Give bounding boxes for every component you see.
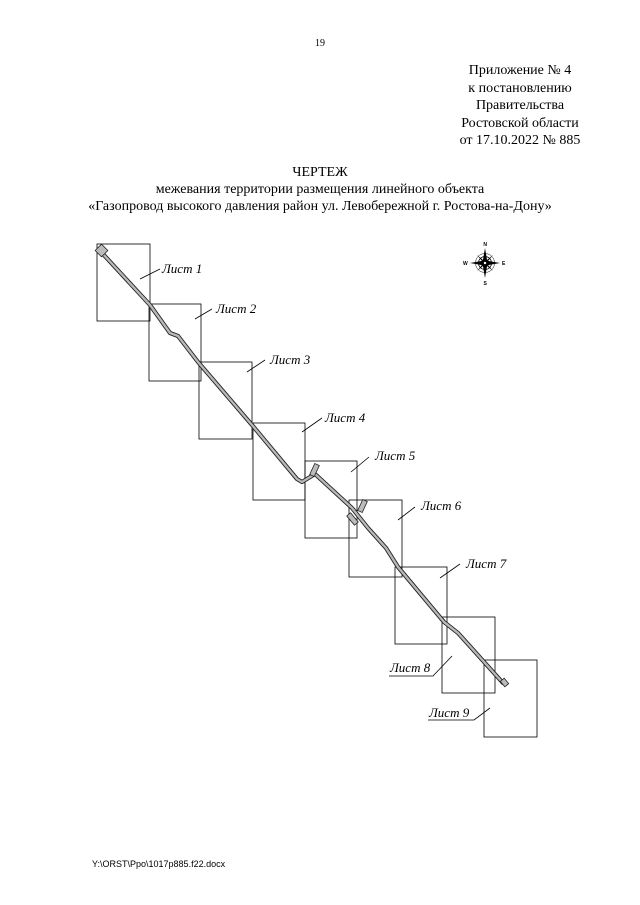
document-heading: ЧЕРТЕЖ [292,165,348,180]
compass-east-label: E [502,261,506,267]
leader-line-5 [350,456,370,473]
compass-north-label: N [483,242,487,248]
sheet-label-8: Лист 8 [389,660,431,675]
title-block: ЧЕРТЕЖ межевания территории размещения л… [0,164,640,215]
appendix-line: к постановлению [468,80,572,96]
sheet-label-2: Лист 2 [215,301,257,316]
leader-line-3 [246,359,266,373]
sheet-label-1: Лист 1 [161,261,202,276]
pipeline-route [99,250,506,686]
leader-line-2 [194,308,213,320]
sheet-frame-3 [198,361,253,440]
appendix-line: от 17.10.2022 № 885 [459,133,581,148]
document-subtitle-object: «Газопровод высокого давления район ул. … [88,199,552,214]
compass-south-label: S [484,281,488,287]
document-subtitle: межевания территории размещения линейног… [155,182,485,197]
leader-line-8 [389,655,453,677]
sheet-label-4: Лист 4 [324,410,366,425]
appendix-block: Приложение № 4 к постановлению Правитель… [440,62,600,150]
page-number: 19 [315,38,325,49]
leader-line-1 [139,268,161,280]
route-start-marker [94,243,109,258]
sheet-label-5: Лист 5 [374,448,416,463]
compass-rose-icon: N S W E [463,242,506,287]
sheet-label-3: Лист 3 [269,352,311,367]
sheet-label-7: Лист 7 [465,556,507,571]
appendix-line: Ростовской области [461,115,579,131]
sheet-label-9: Лист 9 [428,705,470,720]
sheet-frame-8 [441,616,496,694]
branch-stubs [309,462,510,688]
sheet-frame-9 [483,659,538,738]
appendix-line: Приложение № 4 [468,63,572,78]
leader-line-4 [301,417,323,433]
sheet-frame-7 [394,566,448,645]
compass-west-label: W [463,261,468,267]
leader-line-9 [428,707,491,721]
appendix-line: Правительства [475,98,565,113]
sheet-frame-5 [304,460,358,539]
sheet-label-6: Лист 6 [420,498,462,513]
leader-line-7 [439,563,461,579]
sheet-frame-1 [96,243,151,322]
file-path-footer: Y:\ORST\Ppo\1017p885.f22.docx [92,859,226,869]
sheet-frame-2 [148,303,202,382]
leader-line-6 [397,506,416,521]
sheet-frame-6 [348,499,403,578]
